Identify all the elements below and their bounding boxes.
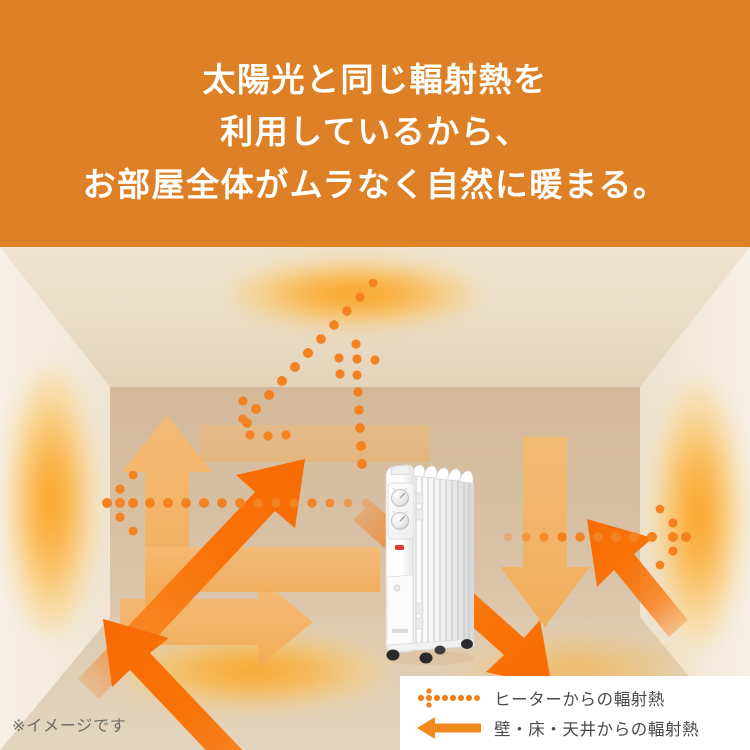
legend-row-surfaces: 壁・床・天井からの輻射熱 <box>412 713 750 743</box>
heater-dial-upper[interactable] <box>391 489 409 507</box>
headline-line-1: 太陽光と同じ輻射熱を <box>202 61 548 99</box>
legend-label-surfaces: 壁・床・天井からの輻射熱 <box>494 721 700 739</box>
dotted-arrow-left-horizontal <box>102 470 371 536</box>
dotted-arrow-down-to-floor <box>238 278 378 441</box>
solid-left-arrow-icon <box>412 714 494 742</box>
heater-fin-stack <box>410 464 474 645</box>
dotted-arrow-up-to-ceiling <box>334 339 380 469</box>
bright-arrow-floor-to-left-wall <box>103 619 243 750</box>
legend-panel: ヒーターからの輻射熱 壁・床・天井からの輻射熱 <box>400 676 750 750</box>
heater-vent-louvers <box>415 492 424 630</box>
heater-control-panel <box>387 482 415 540</box>
bright-arrow-up-left <box>587 519 688 637</box>
oil-heater-product <box>378 455 478 667</box>
solid-left-arrow-svg <box>417 717 481 739</box>
heater-handle <box>390 464 411 476</box>
legend-row-heater: ヒーターからの輻射熱 <box>412 683 750 713</box>
dotted-left-arrow-svg <box>417 688 480 708</box>
oil-heater-svg <box>385 464 476 665</box>
headline-line-3: お部屋全体がムラなく自然に暖まる。 <box>82 165 668 203</box>
headline-line-2: 利用しているから、 <box>220 113 530 151</box>
heater-lower-panel <box>386 574 414 653</box>
dotted-arrow-layer <box>102 278 691 570</box>
heater-dial-lower[interactable] <box>391 512 409 530</box>
room-illustration: ヒーターからの輻射熱 壁・床・天井からの輻射熱 <box>0 247 750 750</box>
image-disclaimer-note: ※イメージです <box>12 718 127 735</box>
dotted-left-arrow-icon <box>412 684 494 712</box>
heater-brand-plate <box>392 629 408 633</box>
pale-arrow-down <box>500 437 590 627</box>
heater-indicator-lamp <box>395 545 404 550</box>
legend-label-heater: ヒーターからの輻射熱 <box>494 691 665 709</box>
dotted-arrow-right-horizontal <box>503 504 691 570</box>
pale-arrow-up <box>122 415 212 607</box>
heater-base-and-casters <box>386 638 476 664</box>
header-banner: 太陽光と同じ輻射熱を 利用しているから、 お部屋全体がムラなく自然に暖まる。 <box>0 0 750 247</box>
pale-band-upper <box>200 425 430 462</box>
